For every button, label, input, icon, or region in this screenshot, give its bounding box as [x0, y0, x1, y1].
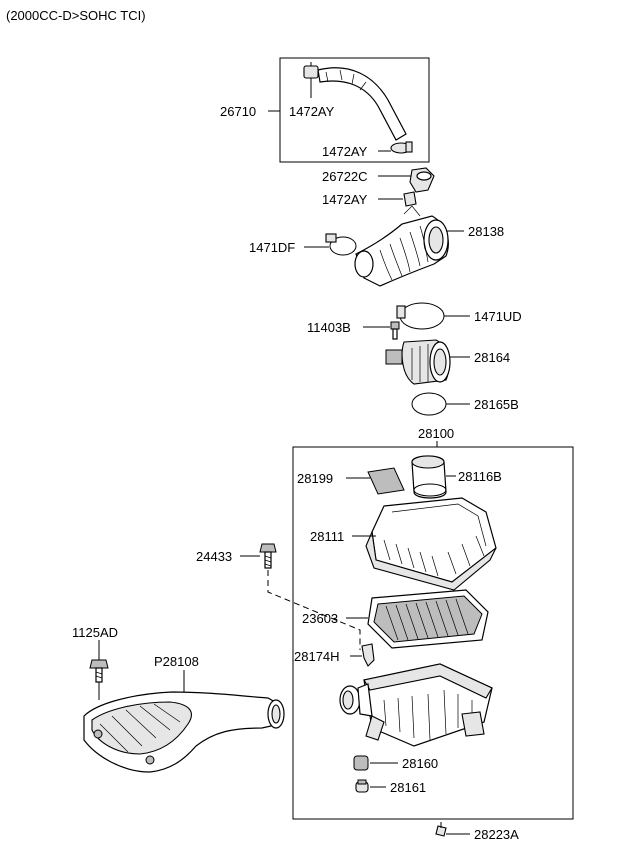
callout-26710[interactable]: 26710	[220, 104, 256, 119]
callout-28100[interactable]: 28100	[418, 426, 454, 441]
callout-1471DF[interactable]: 1471DF	[249, 240, 295, 255]
callout-28116B[interactable]: 28116B	[458, 469, 502, 484]
callout-1472AY-a[interactable]: 1472AY	[289, 104, 335, 119]
callout-23603[interactable]: 23603	[302, 611, 338, 626]
callout-26722C[interactable]: 26722C	[322, 169, 368, 184]
hose-group-frame	[279, 57, 430, 163]
hose-clamp-bottom	[390, 141, 413, 154]
hose-clamp-small	[403, 191, 417, 207]
callout-28161[interactable]: 28161	[390, 780, 426, 795]
air-filter-element	[367, 589, 489, 649]
resonator-bolt	[89, 659, 109, 683]
rubber-grommet	[353, 755, 369, 771]
callout-28199[interactable]: 28199	[297, 471, 333, 486]
callout-1125AD[interactable]: 1125AD	[72, 625, 118, 640]
air-inlet-duct	[411, 455, 447, 499]
air-cleaner-cover	[365, 497, 497, 591]
mounting-bolt	[259, 543, 277, 569]
intake-resonator	[83, 691, 285, 773]
breather-hose	[317, 67, 407, 141]
sensor-screw	[390, 321, 400, 340]
rubber-mount	[355, 779, 369, 793]
callout-1472AY-c[interactable]: 1472AY	[322, 192, 368, 207]
sensor-gasket-ring	[411, 392, 447, 416]
callout-11403B[interactable]: 11403B	[307, 320, 351, 335]
callout-P28108[interactable]: P28108	[154, 654, 199, 669]
callout-1472AY-b[interactable]: 1472AY	[322, 144, 368, 159]
callout-28164[interactable]: 28164	[474, 350, 510, 365]
hose-clip	[435, 822, 447, 837]
engine-variant-title: (2000CC-D>SOHC TCI)	[6, 8, 146, 23]
callout-24433[interactable]: 24433	[196, 549, 232, 564]
callout-28111[interactable]: 28111	[310, 529, 344, 544]
warning-label	[367, 467, 405, 495]
callout-28160[interactable]: 28160	[402, 756, 438, 771]
breather-nipple	[409, 167, 435, 193]
intake-hose	[354, 205, 449, 287]
air-cleaner-assembly-frame	[292, 446, 574, 820]
mounting-bracket	[361, 643, 375, 667]
air-cleaner-body	[339, 663, 493, 747]
air-flow-sensor	[385, 339, 451, 385]
hose-band-clamp	[325, 233, 357, 256]
sensor-band-clamp	[396, 302, 445, 330]
callout-28165B[interactable]: 28165B	[474, 397, 519, 412]
callout-28174H[interactable]: 28174H	[294, 649, 340, 664]
hose-clamp-top	[303, 62, 319, 79]
callout-28223A[interactable]: 28223A	[474, 827, 519, 842]
callout-1471UD[interactable]: 1471UD	[474, 309, 522, 324]
callout-28138[interactable]: 28138	[468, 224, 504, 239]
